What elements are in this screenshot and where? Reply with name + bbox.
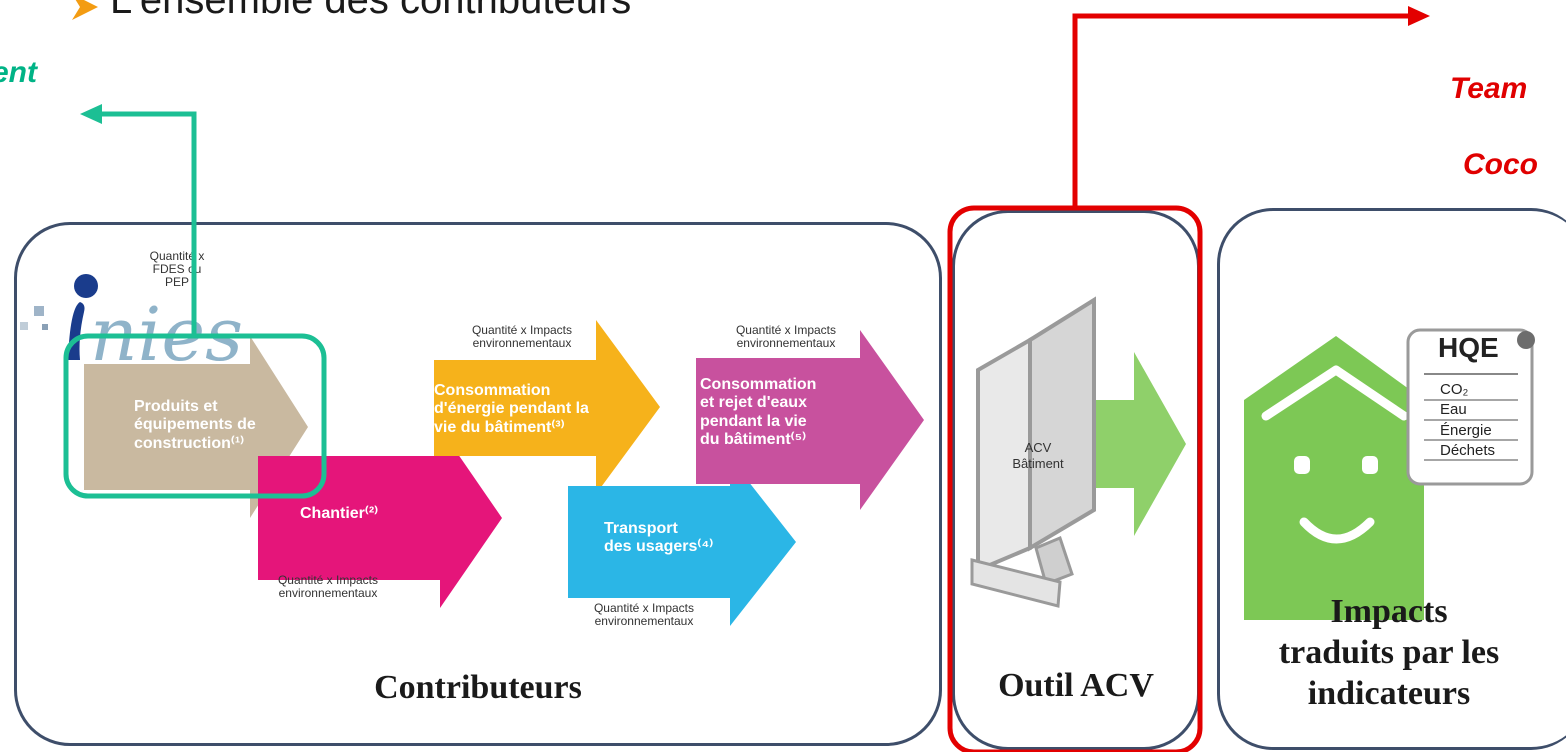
red-connector-line [1072, 13, 1410, 208]
label-eau: Consommation et rejet d'eaux pendant la … [700, 376, 817, 449]
left-link-text: ent [0, 56, 37, 89]
note-eau: Quantité x Impacts environnementaux [735, 323, 837, 351]
arrow-transport [568, 458, 796, 626]
contributeurs-title: Contributeurs [374, 669, 582, 706]
note-transport: Quantité x Impacts environnementaux [593, 601, 695, 629]
label-produits: Produits et équipements de construction⁽… [134, 398, 256, 452]
hqe-indicators: CO₂ Eau Énergie Déchets [1440, 381, 1496, 459]
hqe-label: HQE [1438, 332, 1499, 363]
label-energie: Consommation d'énergie pendant la vie du… [434, 382, 589, 436]
arrow-bullet-icon [72, 0, 98, 20]
label-transport: Transport des usagers⁽⁴⁾ [604, 520, 714, 556]
hqe-house-icon [1244, 336, 1424, 620]
hqe-label-card [1406, 328, 1535, 486]
right-link-coco: Coco [1463, 148, 1538, 181]
impacts-title: Impacts traduits par les indicateurs [1278, 593, 1500, 712]
arrow-eau [696, 330, 924, 510]
note-chantier: Quantité x Impacts environnementaux [277, 573, 379, 601]
page-heading: L'ensemble des contributeurs [110, 0, 632, 22]
acv-screen-label: ACV Bâtiment [1012, 440, 1064, 471]
green-connector-line [100, 111, 197, 336]
arrow-chantier [258, 428, 502, 608]
computer-icon [970, 296, 1186, 608]
red-arrowhead-icon [1408, 6, 1430, 26]
label-chantier: Chantier⁽²⁾ [300, 505, 379, 522]
green-arrowhead-icon [80, 104, 102, 124]
note-fdes: Quantité x FDES ou PEP [149, 249, 205, 290]
right-link-team: Team [1450, 72, 1528, 105]
arrow-produits [84, 336, 308, 518]
note-energie: Quantité x Impacts environnementaux [471, 323, 573, 351]
outil-acv-title: Outil ACV [998, 667, 1154, 704]
arrow-energie [434, 320, 660, 494]
